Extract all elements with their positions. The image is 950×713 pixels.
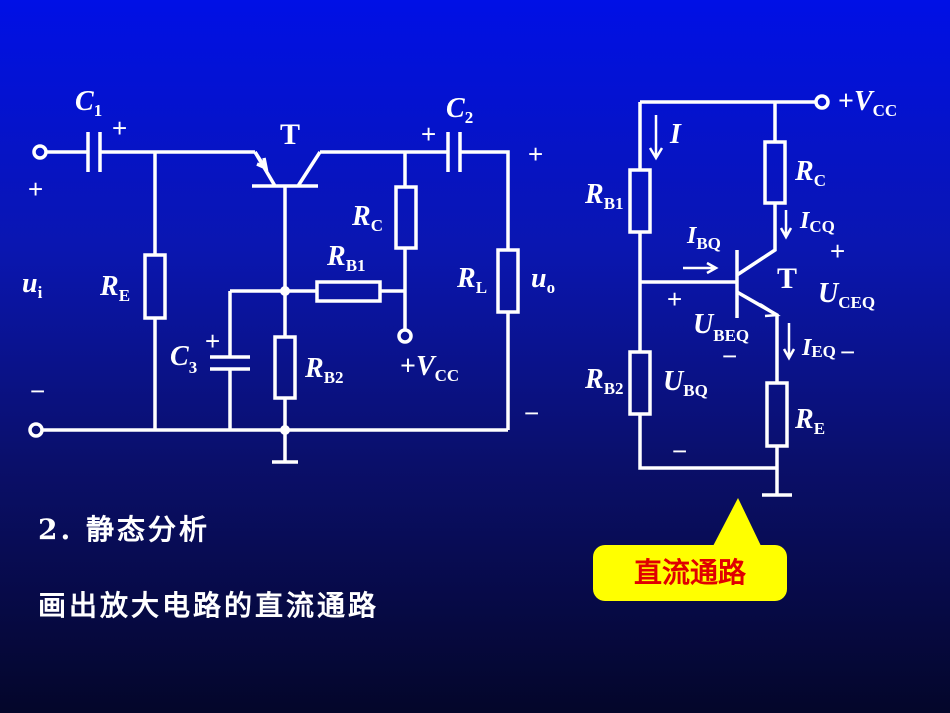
vcc-label-right: +VCC [838,86,897,120]
ui-label: ui [22,268,43,302]
c3-plus: + [205,326,220,356]
amplifier-circuit: C1 + T C2 + + + ui RE RC RB1 RL uo C3 + … [22,86,555,464]
uo-label: uo [531,263,555,297]
c3-label: C3 [170,341,197,377]
dc-path-circuit: +VCC I RB1 RC ICQ IBQ + T UCEQ + UBEQ − … [584,86,897,497]
ubeq-plus: + [667,284,682,314]
uceq-plus: + [830,236,845,266]
ubq-minus: − [672,436,687,466]
re-label: RE [99,271,130,305]
current-i-label: I [669,119,682,150]
rb1-label: RB1 [326,241,366,275]
output-minus: − [524,398,539,428]
ibq-label: IBQ [686,223,721,253]
transistor-label: T [280,118,300,151]
rb2-label: RB2 [304,353,344,387]
icq-label: ICQ [799,208,835,236]
rb1-label-right: RB1 [584,179,624,213]
rc-label-right: RC [794,156,826,190]
vcc-label: +VCC [400,351,459,385]
rb2-label-right: RB2 [584,364,624,398]
rl-label: RL [456,263,487,297]
ubeq-minus: − [722,341,737,371]
c1-label: C1 [75,86,102,120]
ubq-label: UBQ [663,366,708,400]
input-minus: − [30,376,45,406]
uceq-minus: − [840,337,855,367]
output-plus: + [528,139,543,169]
re-label-right: RE [794,404,825,438]
section-heading: 2. 静态分析 [38,513,210,546]
input-plus: + [28,174,43,204]
ieq-label: IEQ [801,335,836,361]
c1-plus: + [112,113,127,143]
c2-plus: + [421,119,436,149]
transistor-label-right: T [777,262,797,295]
ubeq-label: UBEQ [693,309,749,345]
c2-label: C2 [446,93,473,127]
callout-pointer [712,498,762,548]
uceq-label: UCEQ [818,278,875,312]
instruction-text: 画出放大电路的直流通路 [38,589,380,622]
dc-path-callout: 直流通路 [593,545,787,601]
rc-label: RC [351,201,383,235]
